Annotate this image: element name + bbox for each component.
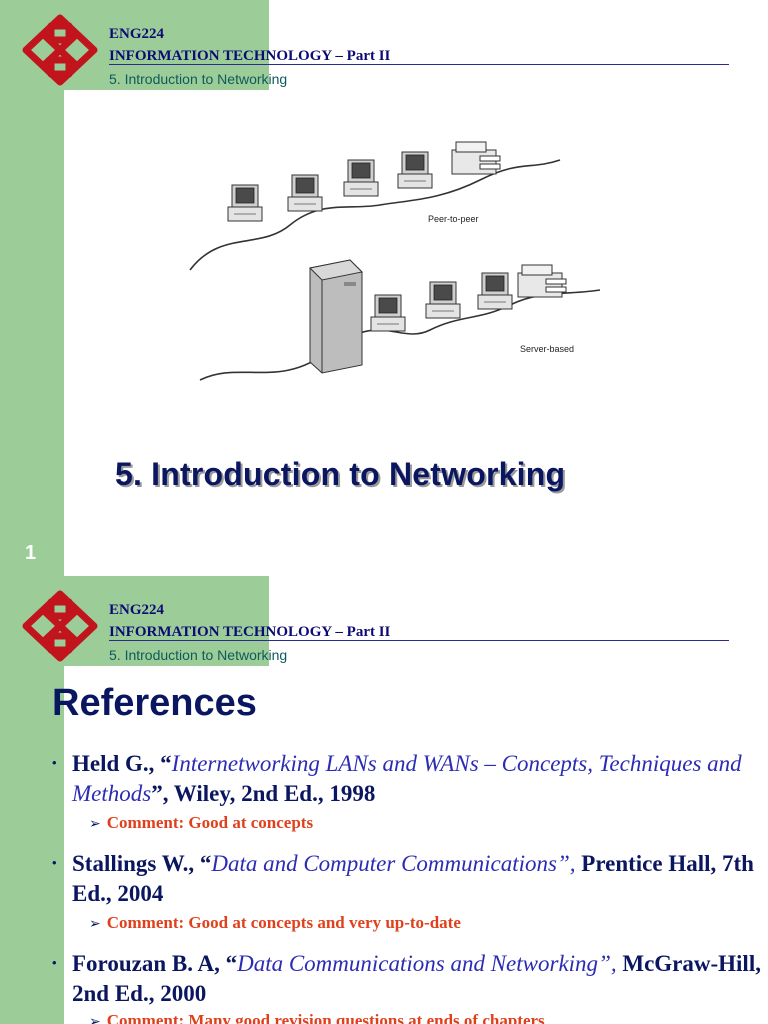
network-illustration: Peer-to-peer Server-based: [189, 141, 601, 381]
reference-quote: ”: [151, 781, 163, 806]
arrow-bullet-icon: ➢: [89, 816, 101, 832]
reference-title: Internetworking LANs and WANs – Concepts…: [72, 751, 742, 806]
course-title: INFORMATION TECHNOLOGY – Part II: [109, 48, 391, 64]
client-computer: [477, 272, 513, 310]
university-logo-icon: [22, 590, 98, 662]
reference-comment: ➢ Comment: Good at concepts: [89, 813, 313, 834]
comment-text: Comment: Good at concepts and very up-to…: [106, 913, 461, 932]
reference-quote: ”,: [598, 951, 617, 976]
reference-publisher: McGraw-Hill, 2nd Ed., 2000: [72, 951, 761, 1006]
peer-computer: [397, 151, 433, 189]
peer-to-peer-label: Peer-to-peer: [428, 214, 479, 224]
reference-comment: ➢ Comment: Good at concepts and very up-t…: [89, 913, 461, 934]
references-heading: References: [52, 682, 257, 724]
course-title: INFORMATION TECHNOLOGY – Part II: [109, 624, 391, 640]
bullet-icon: •: [52, 955, 57, 970]
bullet-icon: •: [52, 855, 57, 870]
reference-publisher: Prentice Hall, 7th Ed., 2004: [72, 851, 754, 906]
green-side-bar: [0, 0, 64, 576]
header-divider: [109, 640, 729, 641]
green-header-block: [64, 576, 269, 666]
reference-comment: ➢ Comment: Many good revision questions a…: [89, 1011, 545, 1024]
server-printer: [517, 264, 567, 298]
server-based-label: Server-based: [520, 344, 574, 354]
peer-printer: [451, 141, 501, 175]
client-computer: [370, 294, 406, 332]
reference-author: Stallings W., “: [72, 851, 212, 876]
comment-text: Comment: Many good revision questions at…: [106, 1011, 545, 1024]
reference-text: Forouzan B. A, “Data Communications and …: [72, 949, 762, 1009]
reference-publisher: , Wiley, 2nd Ed., 1998: [162, 781, 376, 806]
reference-author: Forouzan B. A, “: [72, 951, 238, 976]
slide-2: ENG224 INFORMATION TECHNOLOGY – Part II …: [0, 576, 768, 1024]
slide-1: ENG224 INFORMATION TECHNOLOGY – Part II …: [0, 0, 729, 576]
server-tower: [308, 259, 364, 374]
bullet-icon: •: [52, 755, 57, 770]
chapter-subtitle: 5. Introduction to Networking: [109, 647, 288, 663]
reference-author: Held G., “: [72, 751, 172, 776]
client-computer: [425, 281, 461, 319]
course-code: ENG224: [109, 602, 165, 618]
reference-title: Data Communications and Networking: [237, 951, 599, 976]
peer-computer: [287, 174, 323, 212]
course-code: ENG224: [109, 26, 165, 42]
chapter-subtitle: 5. Introduction to Networking: [109, 71, 288, 87]
green-header-block: [64, 0, 269, 90]
university-logo-icon: [22, 14, 98, 86]
peer-computer: [227, 184, 263, 222]
reference-text: Held G., “Internetworking LANs and WANs …: [72, 749, 762, 809]
arrow-bullet-icon: ➢: [89, 916, 101, 932]
arrow-bullet-icon: ➢: [89, 1014, 101, 1024]
references-list: • Held G., “Internetworking LANs and WAN…: [0, 576, 768, 1024]
reference-quote: ”,: [556, 851, 576, 876]
peer-computer: [343, 159, 379, 197]
slide-title: 5. Introduction to Networking: [115, 456, 566, 492]
header-divider: [109, 64, 729, 65]
page-number: 1: [25, 542, 37, 564]
comment-text: Comment: Good at concepts: [106, 813, 314, 832]
reference-title: Data and Computer Communications: [211, 851, 557, 876]
reference-text: Stallings W., “Data and Computer Communi…: [72, 849, 762, 909]
